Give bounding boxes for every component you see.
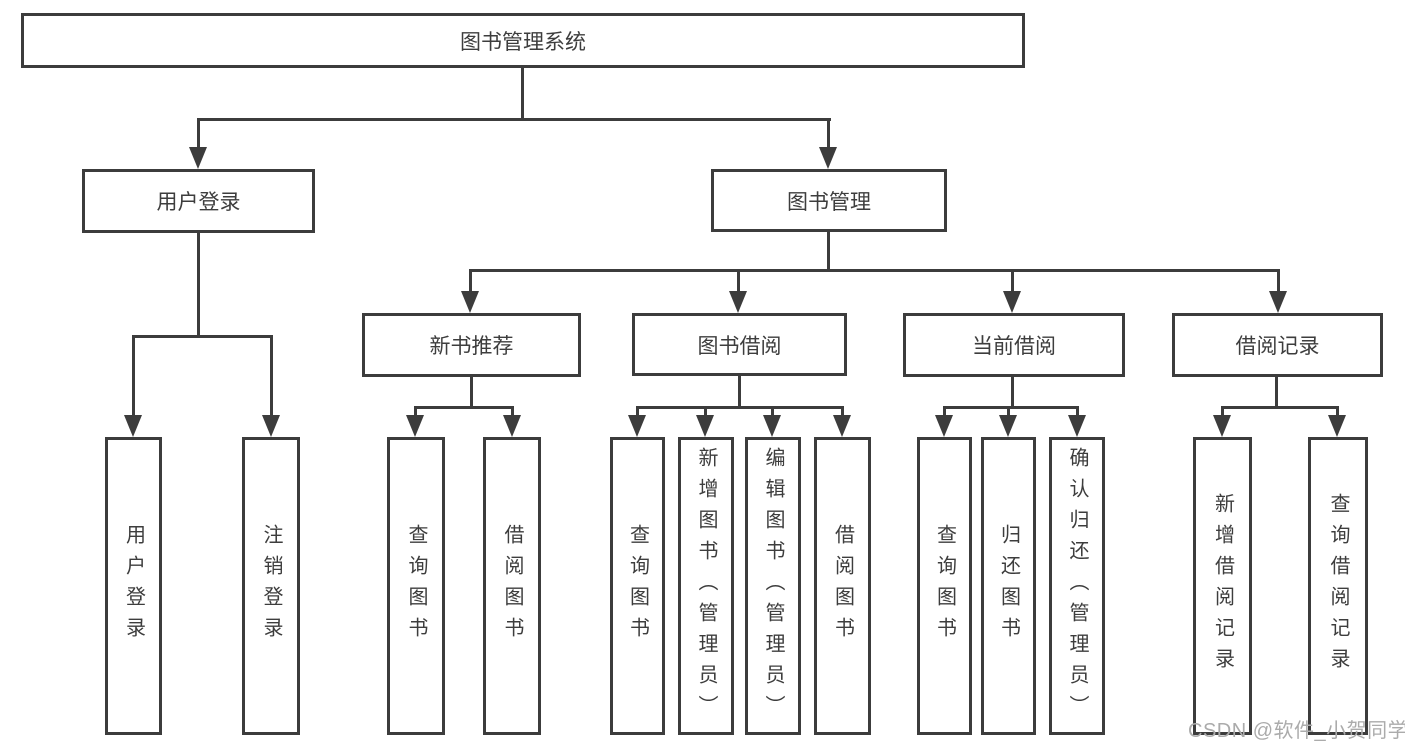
arrow-down-icon xyxy=(189,147,207,169)
leaf-label: 用户登录 xyxy=(122,524,145,648)
node-borrow-record-label: 借阅记录 xyxy=(1235,335,1320,358)
arrow-down-icon xyxy=(406,415,424,437)
connector-line xyxy=(827,118,830,150)
connector-line xyxy=(1221,406,1224,419)
leaf-label: 确认归还（管理员） xyxy=(1066,446,1088,726)
connector-line xyxy=(197,118,831,121)
connector-line xyxy=(636,406,844,409)
leaf-label: 新增图书（管理员） xyxy=(695,446,717,726)
leaf-label: 归还图书 xyxy=(997,524,1020,648)
leaf-borrow-book-rec: 借阅图书 xyxy=(483,437,541,735)
connector-line xyxy=(943,406,1079,409)
leaf-query-borrow-record: 查询借阅记录 xyxy=(1308,437,1368,735)
connector-line xyxy=(771,406,774,419)
node-borrow-record: 借阅记录 xyxy=(1172,313,1383,377)
leaf-label: 注销登录 xyxy=(260,524,282,648)
connector-line xyxy=(469,269,472,293)
arrow-down-icon xyxy=(696,415,714,437)
arrow-down-icon xyxy=(461,291,479,313)
connector-line xyxy=(470,377,473,408)
connector-line xyxy=(1275,377,1278,408)
leaf-add-book-admin: 新增图书（管理员） xyxy=(678,437,734,735)
connector-line xyxy=(414,406,417,419)
leaf-query-book-borrow: 查询图书 xyxy=(610,437,665,735)
connector-line xyxy=(414,406,514,409)
leaf-label: 查询图书 xyxy=(933,524,956,648)
node-book-management: 图书管理 xyxy=(711,169,947,232)
arrow-down-icon xyxy=(763,415,781,437)
connector-line xyxy=(841,406,844,419)
leaf-user-login: 用户登录 xyxy=(105,437,162,735)
leaf-label: 查询借阅记录 xyxy=(1327,493,1349,679)
connector-line xyxy=(197,118,200,150)
leaf-label: 新增借阅记录 xyxy=(1211,493,1234,679)
connector-line xyxy=(132,335,273,338)
leaf-return-book: 归还图书 xyxy=(981,437,1036,735)
node-new-book-recommend: 新书推荐 xyxy=(362,313,581,377)
connector-line xyxy=(1007,406,1010,419)
arrow-down-icon xyxy=(124,415,142,437)
arrow-down-icon xyxy=(999,415,1017,437)
connector-line xyxy=(197,233,200,337)
connector-line xyxy=(1221,406,1339,409)
connector-line xyxy=(636,406,639,419)
arrow-down-icon xyxy=(1068,415,1086,437)
node-current-borrow: 当前借阅 xyxy=(903,313,1125,377)
node-new-book-recommend-label: 新书推荐 xyxy=(429,335,514,358)
leaf-logout: 注销登录 xyxy=(242,437,300,735)
leaf-query-book-rec: 查询图书 xyxy=(387,437,445,735)
node-user-login: 用户登录 xyxy=(82,169,315,233)
connector-line xyxy=(738,376,741,408)
leaf-query-book-current: 查询图书 xyxy=(917,437,972,735)
connector-line xyxy=(521,68,524,120)
arrow-down-icon xyxy=(1328,415,1346,437)
arrow-down-icon xyxy=(1003,291,1021,313)
arrow-down-icon xyxy=(262,415,280,437)
node-book-borrow: 图书借阅 xyxy=(632,313,847,376)
node-user-login-label: 用户登录 xyxy=(156,191,241,214)
leaf-borrow-book: 借阅图书 xyxy=(814,437,871,735)
leaf-label: 编辑图书（管理员） xyxy=(762,446,784,726)
node-current-borrow-label: 当前借阅 xyxy=(972,335,1056,358)
node-root: 图书管理系统 xyxy=(21,13,1025,68)
arrow-down-icon xyxy=(935,415,953,437)
leaf-add-borrow-record: 新增借阅记录 xyxy=(1193,437,1252,735)
connector-line xyxy=(1336,406,1339,419)
connector-line xyxy=(943,406,946,419)
arrow-down-icon xyxy=(819,147,837,169)
arrow-down-icon xyxy=(1213,415,1231,437)
leaf-label: 查询图书 xyxy=(405,524,427,648)
csdn-watermark: CSDN @软件_小贺同学 xyxy=(1188,720,1405,742)
leaf-confirm-return-admin: 确认归还（管理员） xyxy=(1049,437,1105,735)
leaf-label: 借阅图书 xyxy=(501,524,523,648)
connector-line xyxy=(270,335,273,419)
connector-line xyxy=(704,406,707,419)
connector-line xyxy=(132,335,135,419)
connector-line xyxy=(737,269,740,293)
connector-line xyxy=(1011,377,1014,408)
leaf-label: 借阅图书 xyxy=(831,524,854,648)
arrow-down-icon xyxy=(1269,291,1287,313)
connector-line xyxy=(1277,269,1280,293)
connector-line xyxy=(827,232,830,271)
connector-line xyxy=(1076,406,1079,419)
arrow-down-icon xyxy=(628,415,646,437)
arrow-down-icon xyxy=(729,291,747,313)
arrow-down-icon xyxy=(833,415,851,437)
connector-line xyxy=(1011,269,1014,293)
connector-line xyxy=(469,269,1280,272)
node-book-management-label: 图书管理 xyxy=(787,190,871,214)
node-book-borrow-label: 图书借阅 xyxy=(697,334,782,358)
leaf-label: 查询图书 xyxy=(626,524,649,648)
leaf-edit-book-admin: 编辑图书（管理员） xyxy=(745,437,801,735)
connector-line xyxy=(511,406,514,419)
node-root-label: 图书管理系统 xyxy=(460,30,586,54)
arrow-down-icon xyxy=(503,415,521,437)
